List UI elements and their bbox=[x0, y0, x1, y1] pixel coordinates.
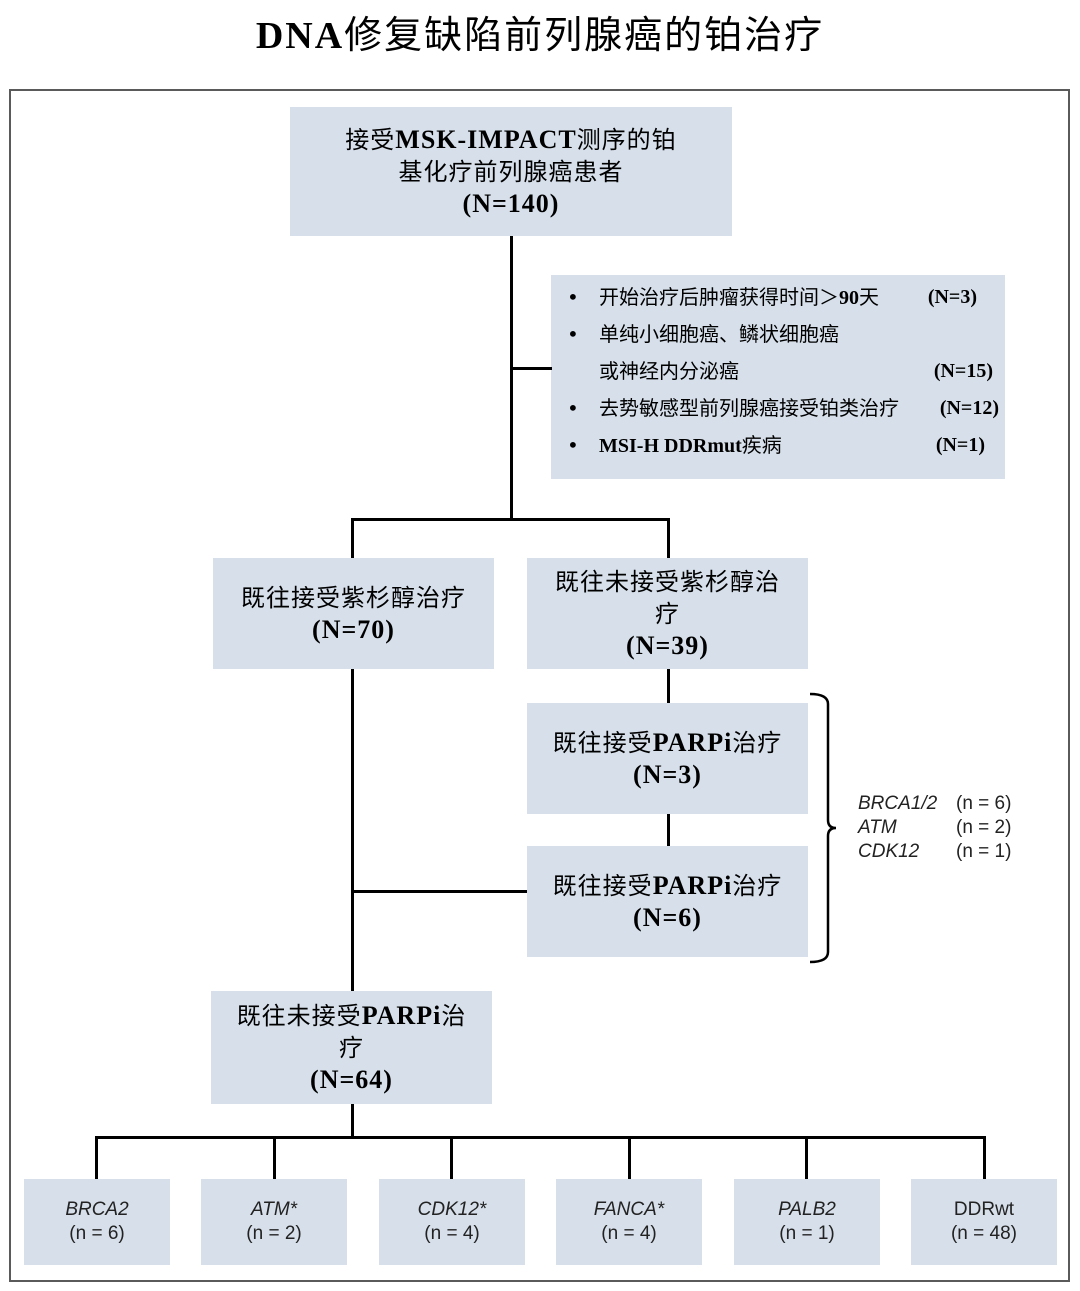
connector bbox=[628, 1136, 631, 1179]
gene-box-ddrwt: DDRwt(n = 48) bbox=[911, 1179, 1057, 1265]
parpi-prior-box-1: 既往接受PARPi治疗 (N=3) bbox=[527, 703, 808, 814]
connector bbox=[510, 236, 513, 520]
connector bbox=[351, 518, 670, 521]
exclusion-row: 或神经内分泌癌 (N=15) bbox=[599, 359, 993, 383]
diagram-frame bbox=[9, 89, 1070, 1282]
connector bbox=[273, 1136, 276, 1179]
gene-box-cdk12: CDK12*(n = 4) bbox=[379, 1179, 525, 1265]
exclusion-row: • 开始治疗后肿瘤获得时间＞90天 (N=3) bbox=[567, 285, 977, 309]
connector bbox=[95, 1136, 986, 1139]
page-title: DNA修复缺陷前列腺癌的铂治疗 bbox=[255, 13, 825, 57]
exclusion-row: • MSI-H DDRmut疾病 (N=1) bbox=[567, 433, 985, 457]
gene-box-atm: ATM*(n = 2) bbox=[201, 1179, 347, 1265]
gene-box-palb2: PALB2(n = 1) bbox=[734, 1179, 880, 1265]
bracket bbox=[809, 692, 837, 964]
gene-box-fanca: FANCA*(n = 4) bbox=[556, 1179, 702, 1265]
connector bbox=[450, 1136, 453, 1179]
exclusion-row: • 去势敏感型前列腺癌接受铂类治疗 (N=12) bbox=[567, 396, 999, 420]
connector bbox=[95, 1136, 98, 1179]
connector bbox=[351, 1104, 354, 1138]
taxane-no-box: 既往未接受紫杉醇治 疗 (N=39) bbox=[527, 558, 808, 669]
connector bbox=[351, 669, 354, 991]
connector bbox=[510, 367, 552, 370]
bracket-gene-list: BRCA1/2(n = 6) ATM(n = 2) CDK12(n = 1) bbox=[858, 792, 1028, 864]
bracket-gene-row: ATM(n = 2) bbox=[858, 817, 1012, 838]
connector bbox=[667, 669, 670, 703]
parpi-prior-box-2: 既往接受PARPi治疗 (N=6) bbox=[527, 846, 808, 957]
bracket-gene-row: CDK12(n = 1) bbox=[858, 841, 1012, 862]
gene-box-brca2: BRCA2(n = 6) bbox=[24, 1179, 170, 1265]
parpi-naive-box: 既往未接受PARPi治 疗 (N=64) bbox=[211, 991, 492, 1104]
connector bbox=[667, 814, 670, 846]
connector bbox=[351, 518, 354, 558]
connector bbox=[667, 518, 670, 558]
exclusion-row: • 单纯小细胞癌、鳞状细胞癌 bbox=[567, 322, 839, 346]
exclusion-box: • 开始治疗后肿瘤获得时间＞90天 (N=3) • 单纯小细胞癌、鳞状细胞癌 或… bbox=[551, 275, 1005, 479]
root-box: 接受MSK-IMPACT测序的铂 基化疗前列腺癌患者 (N=140) bbox=[290, 107, 732, 236]
taxane-yes-box: 既往接受紫杉醇治疗 (N=70) bbox=[213, 558, 494, 669]
connector bbox=[983, 1136, 986, 1179]
bracket-gene-row: BRCA1/2(n = 6) bbox=[858, 793, 1012, 814]
connector bbox=[351, 890, 527, 893]
connector bbox=[805, 1136, 808, 1179]
